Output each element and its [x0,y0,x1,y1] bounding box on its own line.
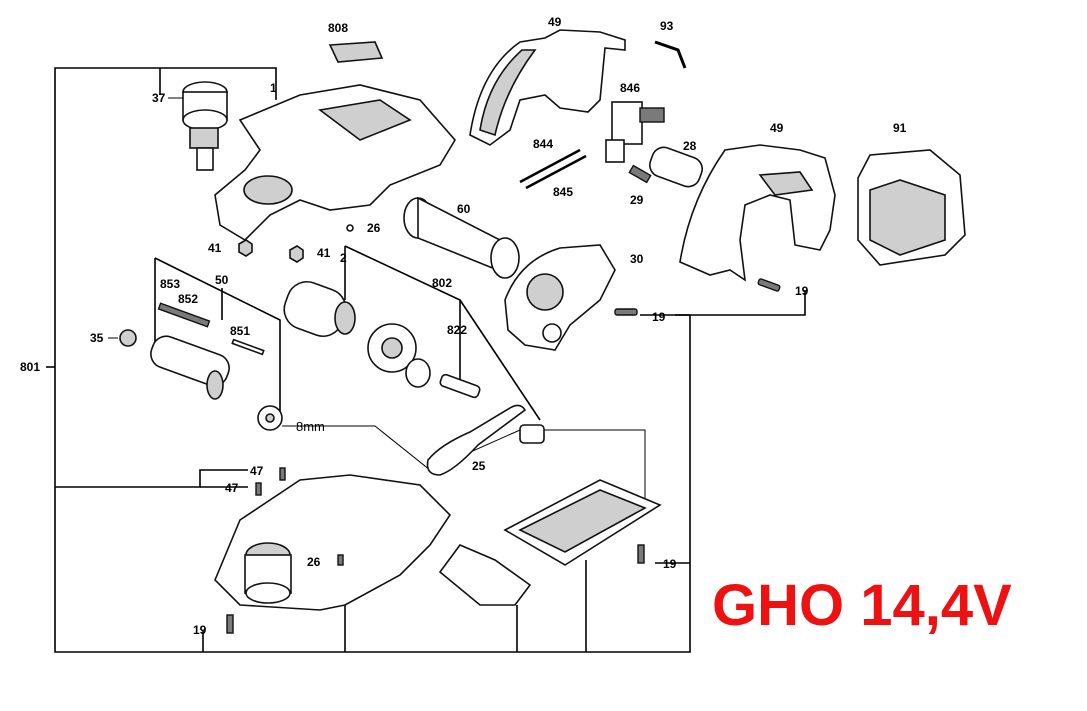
svg-text:19: 19 [663,557,677,571]
model-title: GHO 14,4V [712,573,1012,638]
callout-822: 822 [447,323,467,337]
chip-tube-60: 60 [403,196,520,279]
svg-text:25: 25 [472,459,486,473]
svg-text:28: 28 [683,139,697,153]
motor-housing-1: 1 [214,81,456,242]
svg-text:846: 846 [620,81,640,95]
assembly-brackets [46,67,806,653]
screw-47-b: 47 [225,481,262,496]
svg-text:47: 47 [225,481,239,495]
depth-knob-37: 37 [152,81,228,171]
spring-29: 29 [628,164,652,207]
svg-text:49: 49 [548,15,562,29]
svg-text:37: 37 [152,91,166,105]
base-housing [214,474,452,611]
screw-19-bottom-left: 19 [193,614,234,637]
svg-text:845: 845 [553,185,573,199]
belt-cover-30: 30 [504,244,644,351]
svg-text:852: 852 [178,292,198,306]
svg-text:808: 808 [328,21,348,35]
svg-text:93: 93 [660,19,674,33]
svg-text:50: 50 [215,273,229,287]
screw-26-bottom: 26 [307,554,344,569]
motor-2: 2 [283,251,356,337]
cutter-drum [150,335,230,400]
svg-text:2: 2 [340,251,347,265]
svg-text:29: 29 [630,193,644,207]
svg-text:1: 1 [270,81,277,95]
drive-shaft [439,373,481,399]
drive-belt-25: 25 [426,404,527,476]
svg-text:26: 26 [307,555,321,569]
svg-text:19: 19 [795,284,809,298]
handle-housing-49-right: 49 [679,121,836,282]
svg-text:30: 30 [630,252,644,266]
svg-text:19: 19 [652,310,666,324]
svg-text:802: 802 [432,276,452,290]
svg-text:8mm: 8mm [296,419,325,434]
switch-cylinder-28: 28 [649,139,703,188]
svg-text:822: 822 [447,323,467,337]
svg-text:47: 47 [250,464,264,478]
battery-pack-91: 91 [857,121,966,266]
svg-text:844: 844 [533,137,553,151]
label-808: 808 [328,21,384,63]
sole-plate [503,479,662,566]
wires-844-845: 844 845 [519,137,587,199]
callout-801: 801 [20,360,40,374]
svg-text:851: 851 [230,324,250,338]
svg-text:19: 19 [193,623,207,637]
svg-text:49: 49 [770,121,784,135]
svg-text:91: 91 [893,121,907,135]
svg-text:35: 35 [90,331,104,345]
svg-text:26: 26 [367,221,381,235]
svg-text:853: 853 [160,277,180,291]
svg-text:41: 41 [208,241,222,255]
blade-parts: 853 852 50 851 [157,273,265,356]
small-cover-plate [438,544,532,606]
svg-text:41: 41 [317,246,331,260]
hex-key-93: 93 [654,19,687,69]
screw-26-top: 26 [346,221,381,235]
screw-19-cover: 19 [614,308,666,324]
svg-text:801: 801 [20,360,40,374]
screw-19-bottom-right: 19 [637,544,677,571]
switch-846: 846 [605,81,665,163]
svg-text:60: 60 [457,202,471,216]
callout-802: 802 [432,276,452,290]
screw-19-handle: 19 [757,278,809,298]
bearing-35: 35 [90,329,137,347]
housing-half-49-top: 49 [469,15,626,146]
drum-pulley: 8mm [257,405,325,434]
screw-47-a: 47 [250,464,286,481]
nut-41-left: 41 [208,239,253,257]
drive-pulley [519,424,545,444]
nut-41-right: 41 [289,245,331,263]
fan-wheel [367,323,431,388]
